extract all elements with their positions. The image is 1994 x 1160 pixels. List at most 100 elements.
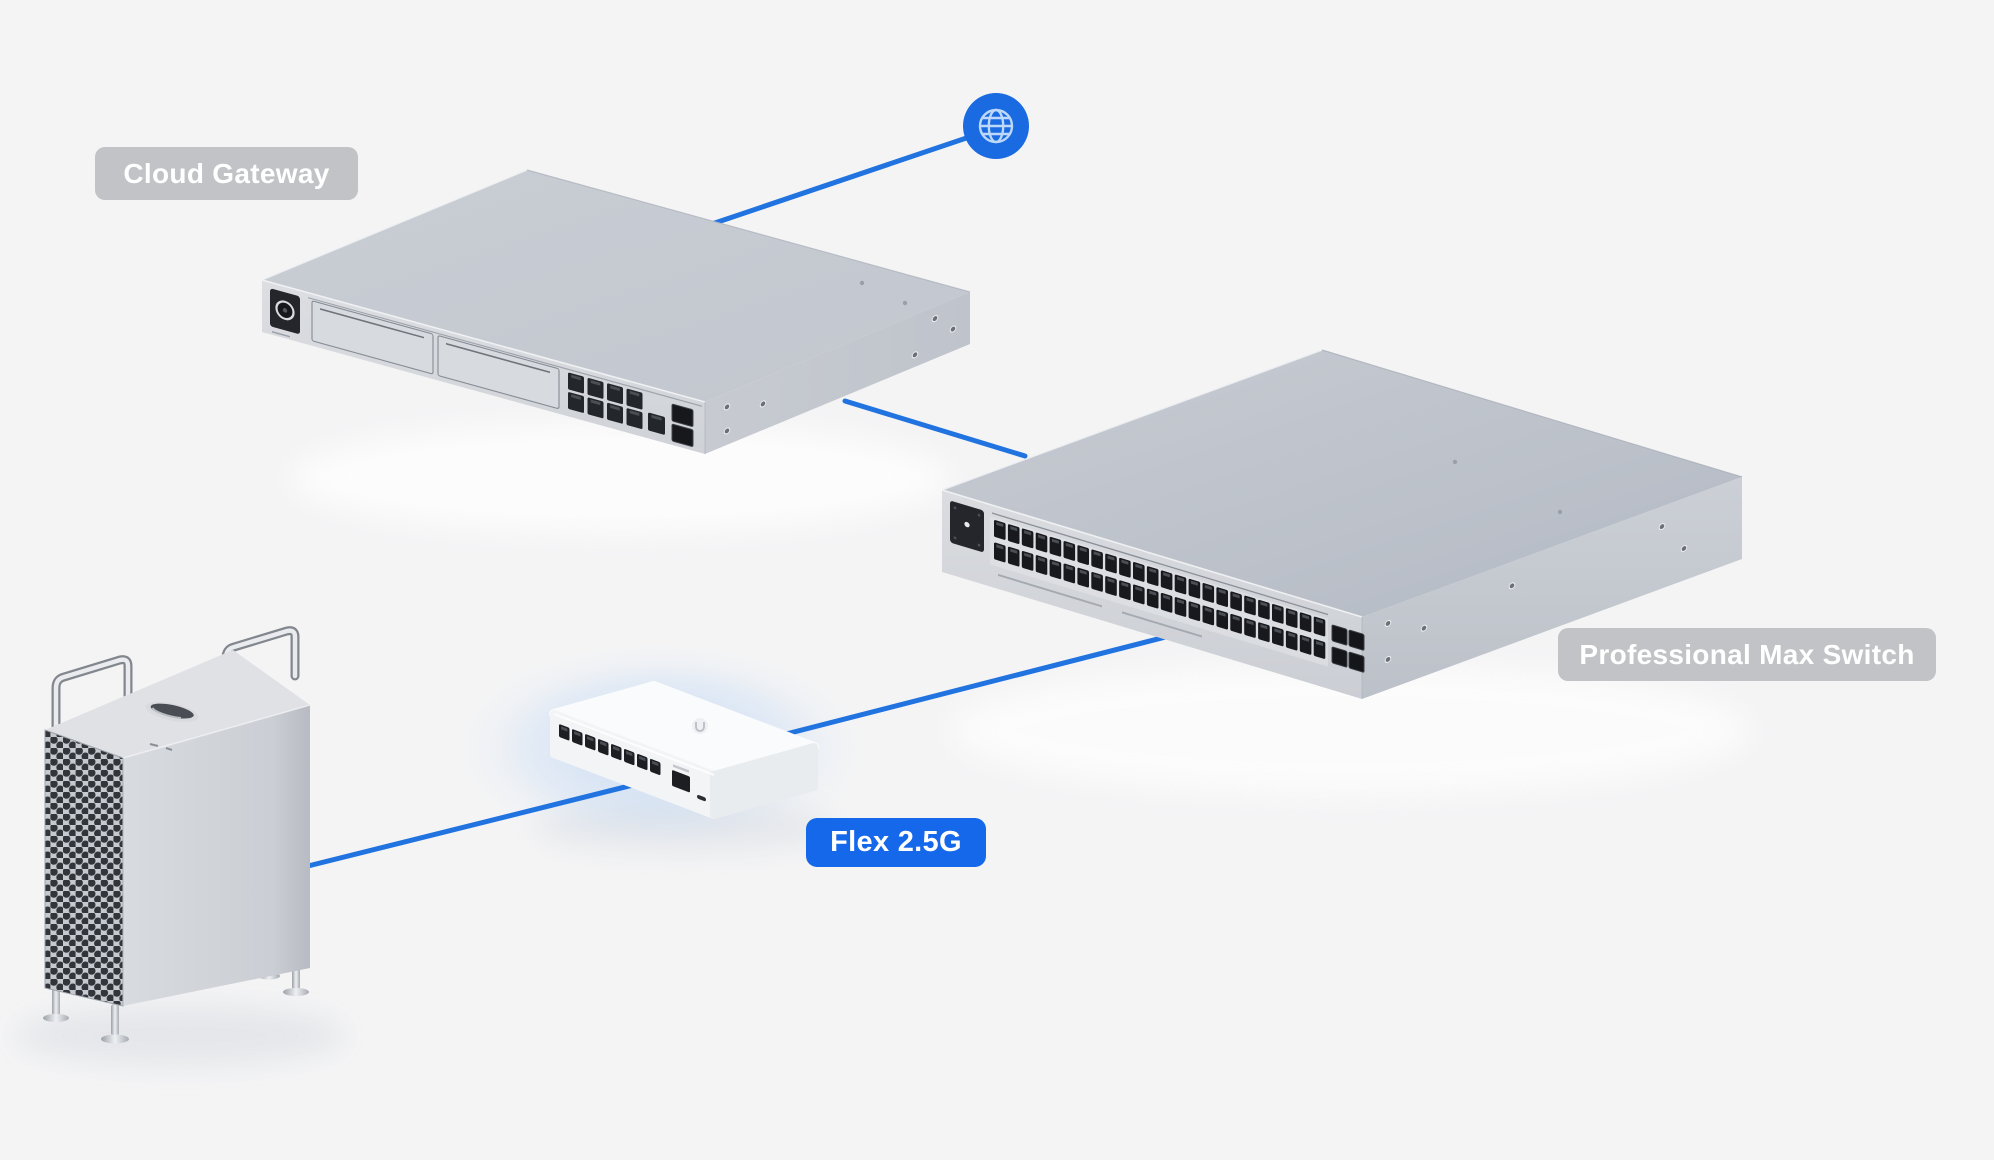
port-pins	[639, 755, 646, 762]
gateway-side-screws	[723, 314, 957, 435]
rj45-port	[1258, 622, 1270, 643]
flex-front-details	[559, 724, 706, 802]
tower-side-face	[123, 705, 310, 1006]
rj45-port	[994, 542, 1006, 563]
rj45-port	[1091, 572, 1103, 592]
port-pins	[590, 380, 601, 386]
link-flex-workstation	[297, 779, 648, 871]
sfp-port	[1331, 646, 1348, 668]
sfp-port	[671, 403, 694, 427]
rj45-port	[1077, 545, 1089, 565]
port-pins	[1065, 542, 1073, 548]
port-pins	[1065, 565, 1073, 571]
port-pins	[1024, 530, 1032, 536]
tower-front-grille	[44, 729, 124, 1007]
port-pins	[1260, 624, 1268, 630]
port-pins	[1051, 561, 1059, 567]
switch-floor-glow	[950, 665, 1750, 795]
port-pins	[1190, 580, 1198, 586]
rj45-port	[1188, 601, 1201, 622]
port-pins	[1024, 552, 1032, 558]
rj45-port	[1285, 630, 1298, 651]
rj45-port	[1119, 557, 1131, 578]
port-pins	[1274, 605, 1282, 611]
port-pins	[1107, 555, 1115, 561]
port-pins	[1274, 628, 1282, 634]
rj45-port	[1230, 591, 1242, 612]
rj45-port	[1049, 536, 1062, 557]
rj45-port	[1119, 580, 1131, 601]
workstation-tower-device	[43, 626, 311, 1044]
gateway-front-details	[270, 288, 702, 447]
switch-rj45-port-block	[994, 520, 1326, 659]
port-pins	[996, 544, 1004, 550]
cloud-gateway-label: Cloud Gateway	[123, 157, 330, 189]
port-pins	[1051, 538, 1059, 544]
rj45-port	[1021, 551, 1034, 571]
rj45-port	[1188, 578, 1201, 599]
port-pins	[610, 404, 620, 411]
rj45-port	[1007, 546, 1020, 567]
globe-glyph	[978, 108, 1014, 144]
port-pins	[996, 521, 1004, 528]
rj45-port	[1299, 634, 1312, 655]
port-pins	[652, 760, 659, 767]
port-pins	[571, 374, 581, 381]
port-pins	[1149, 568, 1157, 574]
pro-max-switch-label-badge: Professional Max Switch	[1558, 628, 1936, 681]
rj45-port	[1146, 588, 1159, 609]
port-pins	[600, 741, 607, 747]
port-pins	[1260, 601, 1268, 607]
flex-switch-device	[549, 681, 819, 819]
sfp-port	[1331, 624, 1348, 646]
flex-brand-logo-icon	[692, 718, 708, 734]
rj45-port	[1313, 639, 1326, 659]
port-pins	[1163, 594, 1171, 600]
rj45-port	[1244, 595, 1256, 616]
port-pins	[1121, 559, 1129, 565]
rj45-port	[1202, 605, 1215, 626]
gateway-wan-sfp-block	[648, 403, 694, 447]
port-pins	[1302, 614, 1310, 620]
rj45-port	[994, 520, 1006, 540]
rj45-port	[1244, 618, 1256, 638]
port-pins	[1107, 577, 1115, 584]
rj45-port	[1216, 609, 1228, 630]
port-pins	[1135, 563, 1143, 569]
tower-shadow	[15, 1005, 345, 1065]
port-pins	[571, 394, 581, 400]
connection-lines	[297, 125, 1188, 871]
pro-max-switch-label: Professional Max Switch	[1579, 638, 1915, 670]
rj45-port	[1049, 559, 1062, 580]
rj45-port	[1021, 528, 1034, 549]
cloud-gateway-label-badge: Cloud Gateway	[95, 147, 358, 200]
port-pins	[1177, 598, 1184, 605]
tower-top-face	[45, 650, 310, 758]
sfp-port	[1348, 651, 1365, 673]
rj45-port	[1230, 613, 1242, 634]
rj45-port	[1272, 604, 1284, 624]
port-pins	[629, 390, 640, 397]
port-pins	[1218, 611, 1226, 617]
port-pins	[561, 726, 568, 732]
port-pins	[1093, 551, 1101, 557]
port-pins	[1246, 597, 1254, 603]
gateway-drive-bay	[437, 335, 560, 409]
port-pins	[626, 750, 633, 757]
port-pins	[1149, 590, 1157, 596]
rj45-port	[1272, 626, 1284, 647]
rj45-port	[1216, 587, 1228, 607]
rj45-port	[1285, 608, 1298, 628]
port-pins	[1316, 640, 1323, 647]
port-pins	[613, 745, 620, 752]
port-pins	[1218, 589, 1226, 595]
port-pins	[1246, 619, 1254, 626]
gateway-side-face	[705, 292, 970, 454]
port-pins	[1121, 582, 1129, 588]
flex-usbc-port	[697, 794, 706, 802]
port-pins	[1204, 584, 1212, 590]
rj45-port	[1160, 592, 1173, 613]
port-pins	[1093, 573, 1101, 579]
port-pins	[1038, 556, 1045, 563]
rj45-port	[1258, 599, 1270, 620]
